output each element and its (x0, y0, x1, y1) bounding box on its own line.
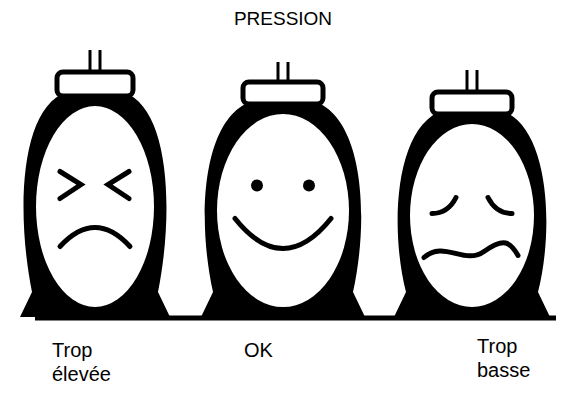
state-label: OK (244, 338, 304, 362)
state-label: Trop basse (477, 334, 547, 382)
pressure-bulb (394, 70, 550, 317)
diagram-title: PRESSION (0, 8, 566, 31)
pressure-bulb (201, 62, 365, 317)
pressure-bulb (20, 50, 170, 317)
state-label: Trop élevée (52, 338, 142, 386)
